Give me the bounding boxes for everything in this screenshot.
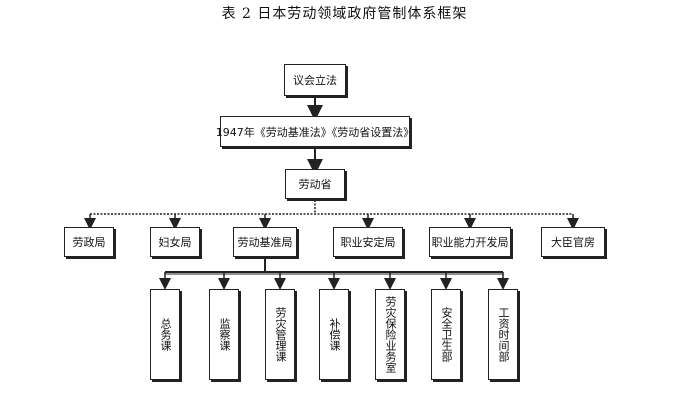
bureau-node-women: 妇女局: [150, 227, 200, 257]
diagram-title: 表 2 日本劳动领域政府管制体系框架: [221, 6, 468, 22]
bureau-node-labor-policy: 劳政局: [64, 227, 114, 257]
labor-ministry-node: 劳动省: [285, 169, 345, 199]
section-node-insurance-office: 劳灾保险业务室: [375, 289, 405, 380]
bureau-node-labor-standards: 劳动基准局: [233, 227, 297, 257]
section-node-compensation: 补偿课: [319, 289, 349, 380]
bureau-node-employment-security: 职业安定局: [333, 227, 403, 257]
section-node-inspection: 监察课: [209, 289, 239, 380]
law-basis-node: 1947年《劳动基准法》《劳动省设置法》: [216, 116, 414, 147]
section-node-accident-management: 劳灾管理课: [265, 289, 295, 380]
section-node-general-affairs: 总务课: [150, 289, 180, 380]
section-node-safety-health: 安全卫生部: [431, 289, 461, 380]
section-node-wages-hours: 工资时间部: [488, 289, 518, 380]
bureau-node-ministers-secretariat: 大臣官房: [541, 227, 605, 257]
parliament-legislation-node: 议会立法: [284, 64, 346, 96]
bureau-node-vocational-development: 职业能力开发局: [429, 227, 511, 257]
